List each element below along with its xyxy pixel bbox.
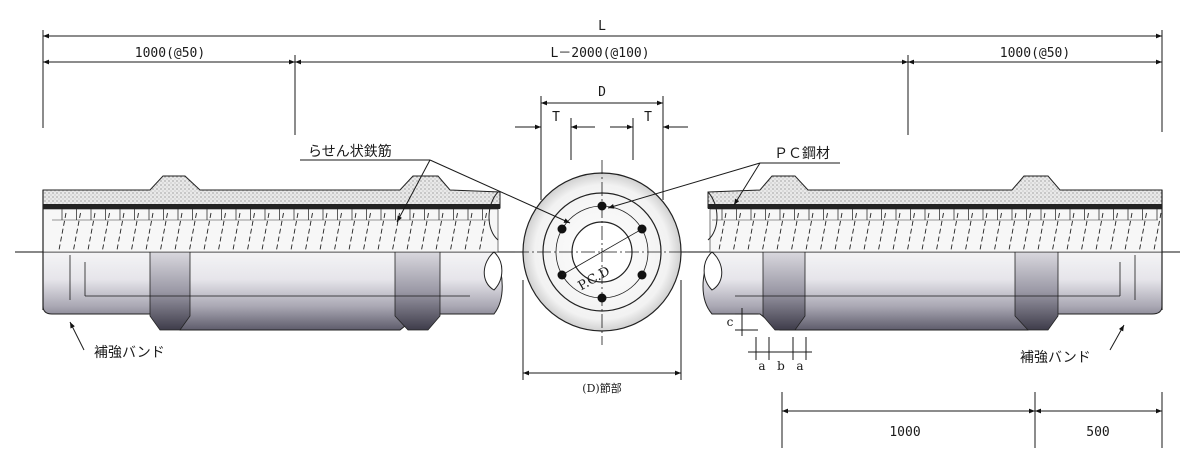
pc-steel-label: ＰＣ鋼材 (774, 146, 830, 162)
right-pile (702, 175, 1163, 331)
middle-dim-label: L－2000(@100) (550, 46, 649, 61)
end-left-dim-label: 1000(@50) (135, 46, 205, 61)
wall-thickness-right-label: T (644, 110, 652, 125)
cross-section (515, 96, 690, 380)
top-dimensions (42, 30, 1163, 135)
band-dim-a-right: a (796, 359, 803, 373)
band-dim-a-left: a (758, 359, 765, 373)
bottom-dim-500: 500 (1086, 425, 1109, 440)
end-right-dim-label: 1000(@50) (1000, 46, 1070, 61)
right-spiral-rebar (712, 209, 1162, 251)
node-diameter-label: (D)節部 (582, 381, 621, 395)
reinforcing-band-right-label: 補強バンド (1020, 350, 1091, 366)
bottom-dim-1000: 1000 (889, 425, 920, 440)
band-detail-dims (735, 308, 812, 360)
reinforcing-band-left-label: 補強バンド (94, 345, 165, 361)
wall-thickness-left-label: T (552, 110, 560, 125)
spiral-rebar-label: らせん状鉄筋 (308, 143, 392, 160)
left-spiral-rebar (52, 209, 490, 251)
bottom-dimensions (781, 392, 1163, 448)
band-dim-b: b (777, 359, 785, 373)
left-pile (42, 175, 503, 331)
total-length-label: L (598, 19, 606, 34)
band-dim-c: c (727, 315, 734, 329)
leaders (69, 159, 1125, 351)
outer-diameter-label: D (598, 85, 606, 100)
